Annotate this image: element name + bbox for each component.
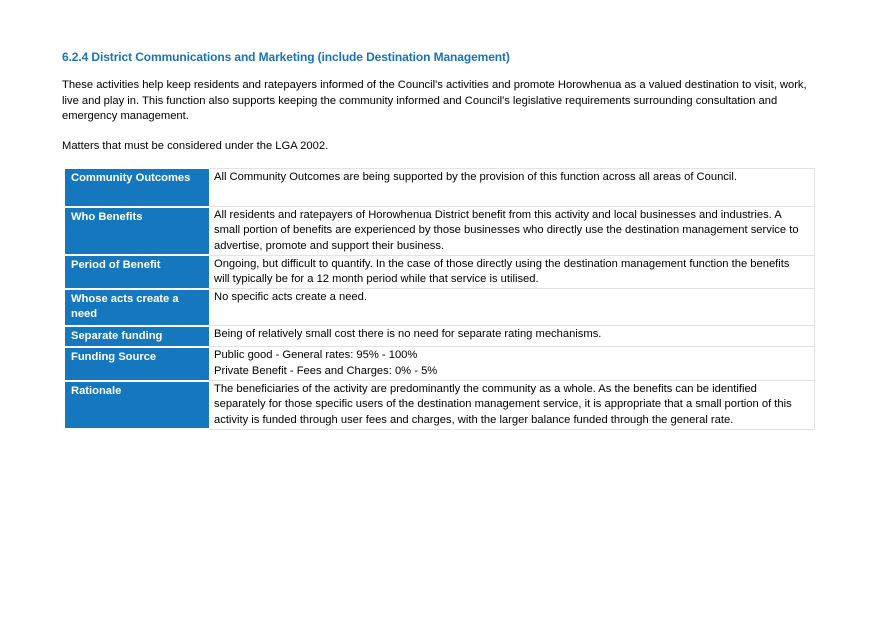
- row-label-who-benefits: Who Benefits: [65, 206, 209, 257]
- table-row: Period of Benefit Ongoing, but difficult…: [65, 254, 815, 290]
- row-value-who-benefits: All residents and ratepayers of Horowhen…: [209, 206, 815, 256]
- benefit-table: Community Outcomes All Community Outcome…: [65, 168, 815, 431]
- row-label-rationale: Rationale: [65, 380, 209, 431]
- row-value-community-outcomes: All Community Outcomes are being support…: [209, 168, 815, 207]
- row-label-separate-funding: Separate funding: [65, 325, 209, 348]
- matters-statement: Matters that must be considered under th…: [62, 140, 329, 152]
- section-heading: 6.2.4 District Communications and Market…: [62, 50, 510, 64]
- row-value-period-of-benefit: Ongoing, but difficult to quantify. In t…: [209, 254, 815, 290]
- row-value-separate-funding: Being of relatively small cost there is …: [209, 325, 815, 348]
- table-row: Who Benefits All residents and ratepayer…: [65, 206, 815, 257]
- row-value-rationale: The beneficiaries of the activity are pr…: [209, 380, 815, 430]
- table-row: Community Outcomes All Community Outcome…: [65, 168, 815, 208]
- funding-public-good: Public good - General rates: 95% - 100%: [214, 349, 418, 362]
- row-value-funding-source: Public good - General rates: 95% - 100% …: [209, 346, 815, 382]
- table-row: Rationale The beneficiaries of the activ…: [65, 380, 815, 431]
- intro-paragraph: These activities help keep residents and…: [62, 79, 807, 122]
- funding-private-benefit: Private Benefit - Fees and Charges: 0% -…: [214, 364, 438, 377]
- row-value-whose-acts: No specific acts create a need.: [209, 288, 815, 327]
- row-label-funding-source: Funding Source: [65, 346, 209, 382]
- table-row: Funding Source Public good - General rat…: [65, 346, 815, 382]
- table-row: Whose acts create a need No specific act…: [65, 288, 815, 327]
- row-label-community-outcomes: Community Outcomes: [65, 168, 209, 208]
- row-label-period-of-benefit: Period of Benefit: [65, 255, 209, 290]
- row-label-whose-acts: Whose acts create a need: [65, 288, 209, 327]
- table-row: Separate funding Being of relatively sma…: [65, 325, 815, 348]
